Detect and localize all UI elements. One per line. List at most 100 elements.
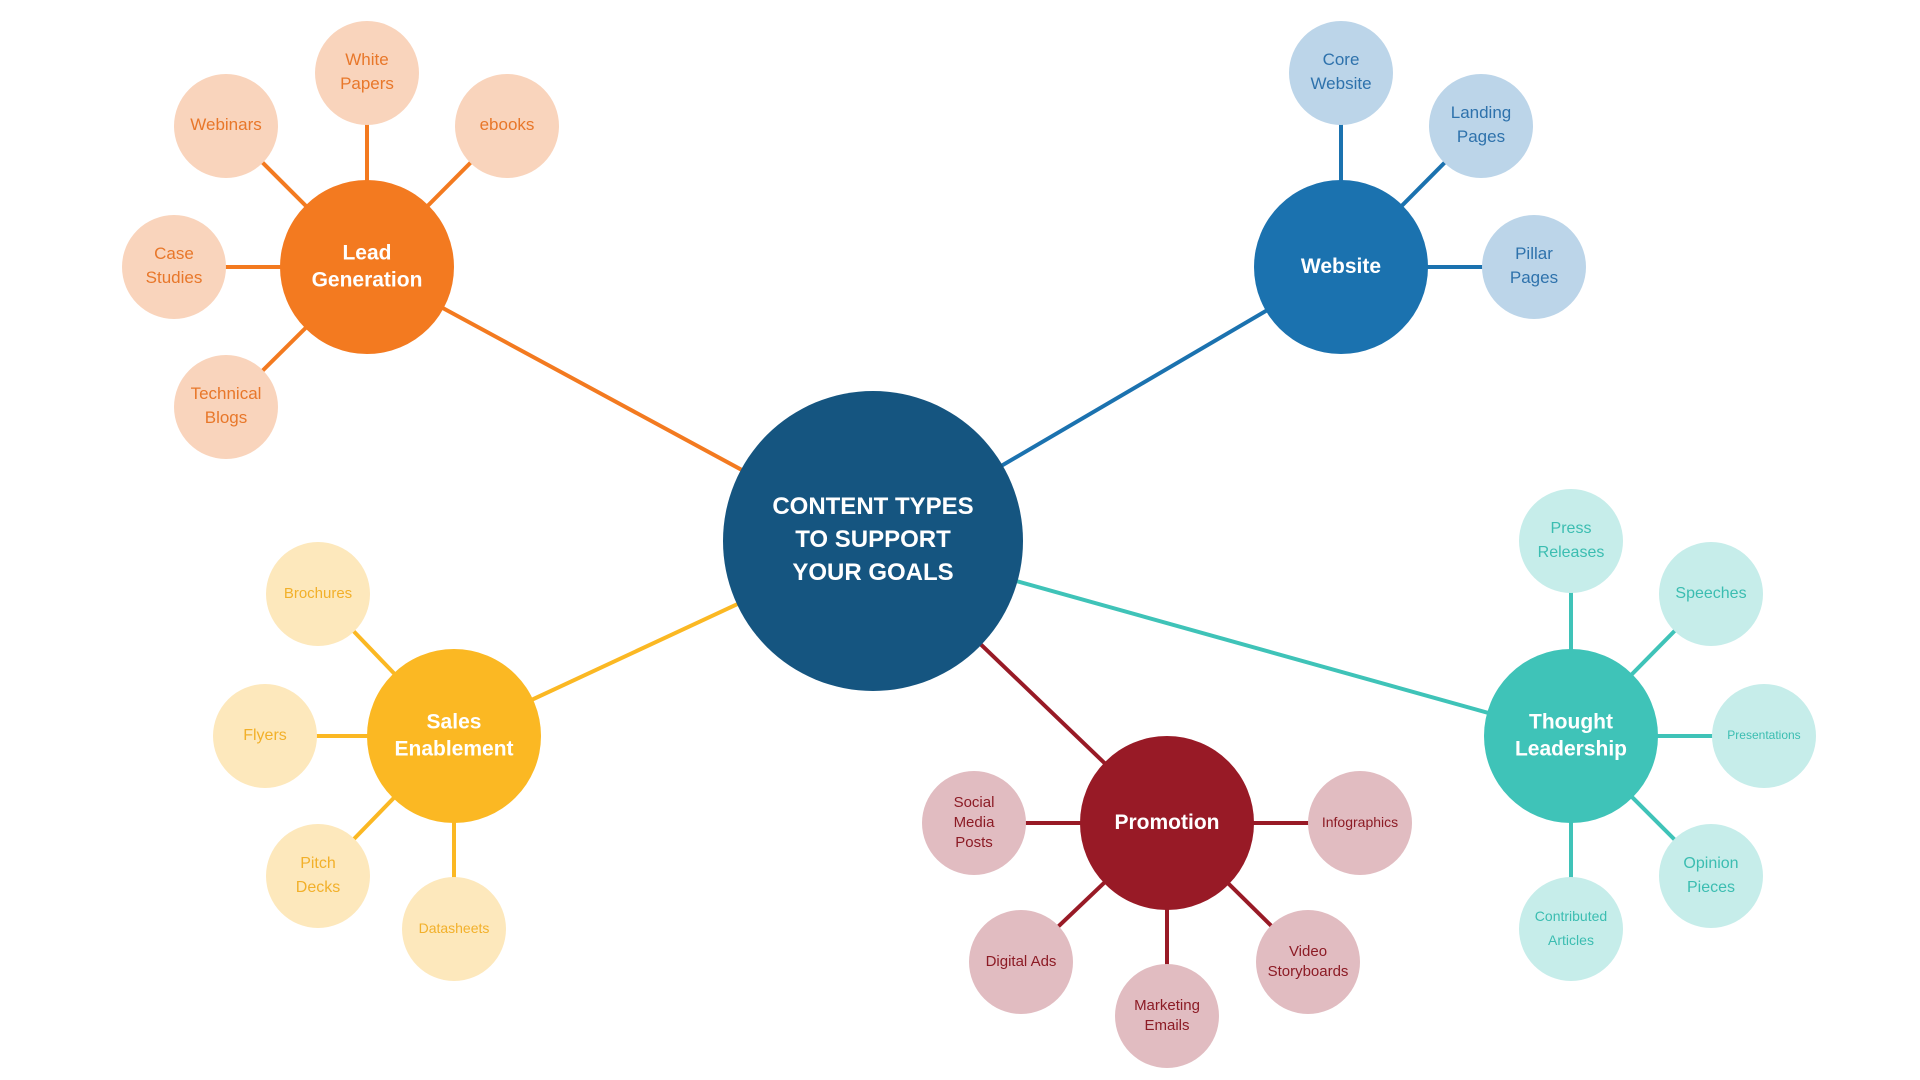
leaf-label-technical-blogs-line: Blogs xyxy=(205,408,248,427)
leaf-label-landing-pages-line: Pages xyxy=(1457,127,1505,146)
leaf-circle xyxy=(266,542,370,646)
group-label-promotion: Promotion xyxy=(1115,811,1220,834)
group-circle xyxy=(1254,180,1428,354)
leaf-label-presentations-line: Presentations xyxy=(1727,728,1800,742)
leaf-label-digital-ads: Digital Ads xyxy=(986,953,1057,970)
group-label-thought-leadership-line: Thought xyxy=(1529,710,1613,733)
leaf-circle xyxy=(969,910,1073,1014)
leaf-label-ebooks-line: ebooks xyxy=(480,115,535,134)
leaf-node-webinars: Webinars xyxy=(174,74,278,178)
leaf-node-datasheets: Datasheets xyxy=(402,877,506,981)
leaf-label-contributed-articles-line: Articles xyxy=(1548,932,1594,948)
leaf-label-press-releases-line: Releases xyxy=(1538,544,1605,561)
leaf-circle xyxy=(1289,21,1393,125)
center-title-line: YOUR GOALS xyxy=(792,559,953,586)
leaf-label-marketing-emails-line: Marketing xyxy=(1134,997,1200,1014)
leaf-label-datasheets: Datasheets xyxy=(419,920,490,936)
leaf-label-core-website-line: Core xyxy=(1323,50,1360,69)
leaf-label-core-website-line: Website xyxy=(1310,74,1371,93)
leaf-circle xyxy=(315,21,419,125)
leaf-label-social-media-posts-line: Media xyxy=(954,814,996,831)
leaf-label-flyers: Flyers xyxy=(243,727,287,744)
leaf-label-presentations: Presentations xyxy=(1727,728,1800,742)
group-node-website: Website xyxy=(1254,180,1428,354)
leaf-label-opinion-pieces-line: Opinion xyxy=(1683,855,1738,872)
group-node-promotion: Promotion xyxy=(1080,736,1254,910)
group-label-website-line: Website xyxy=(1301,255,1381,278)
leaf-label-flyers-line: Flyers xyxy=(243,727,287,744)
leaf-label-speeches-line: Speeches xyxy=(1675,585,1746,602)
leaf-label-marketing-emails-line: Emails xyxy=(1144,1017,1189,1034)
leaf-label-brochures-line: Brochures xyxy=(284,585,352,602)
leaf-label-infographics-line: Infographics xyxy=(1322,814,1398,830)
leaf-node-ebooks: ebooks xyxy=(455,74,559,178)
group-circle xyxy=(1484,649,1658,823)
leaf-label-datasheets-line: Datasheets xyxy=(419,920,490,936)
leaf-circle xyxy=(122,215,226,319)
group-label-promotion-line: Promotion xyxy=(1115,811,1220,834)
leaf-label-technical-blogs-line: Technical xyxy=(191,384,262,403)
leaf-label-speeches: Speeches xyxy=(1675,585,1746,602)
leaf-label-white-papers-line: Papers xyxy=(340,74,394,93)
leaf-label-contributed-articles-line: Contributed xyxy=(1535,908,1607,924)
leaf-circle xyxy=(1256,910,1360,1014)
leaf-label-webinars-line: Webinars xyxy=(190,115,262,134)
leaf-circle xyxy=(402,877,506,981)
leaf-label-landing-pages-line: Landing xyxy=(1451,103,1512,122)
leaf-circle xyxy=(1308,771,1412,875)
leaf-circle xyxy=(1519,877,1623,981)
leaf-label-video-storyboards-line: Storyboards xyxy=(1268,963,1349,980)
leaf-node-digital-ads: Digital Ads xyxy=(969,910,1073,1014)
leaf-label-pillar-pages-line: Pages xyxy=(1510,268,1558,287)
group-label-lead-generation-line: Lead xyxy=(342,241,391,264)
leaf-label-social-media-posts-line: Social xyxy=(954,794,995,811)
leaf-label-digital-ads-line: Digital Ads xyxy=(986,953,1057,970)
group-label-sales-enablement-line: Sales xyxy=(427,710,482,733)
leaf-circle xyxy=(174,74,278,178)
group-label-website: Website xyxy=(1301,255,1381,278)
leaf-node-infographics: Infographics xyxy=(1308,771,1412,875)
group-circle xyxy=(280,180,454,354)
leaf-circle xyxy=(922,771,1026,875)
center-title-line: CONTENT TYPES xyxy=(772,493,973,520)
leaf-circle xyxy=(174,355,278,459)
leaf-label-brochures: Brochures xyxy=(284,585,352,602)
group-circle xyxy=(1080,736,1254,910)
center-circle xyxy=(723,391,1023,691)
leaf-node-speeches: Speeches xyxy=(1659,542,1763,646)
leaf-label-pitch-decks-line: Decks xyxy=(296,879,340,896)
leaf-circle xyxy=(1115,964,1219,1068)
group-label-thought-leadership-line: Leadership xyxy=(1515,737,1627,760)
leaf-circle xyxy=(213,684,317,788)
leaf-label-press-releases-line: Press xyxy=(1551,520,1592,537)
leaf-circle xyxy=(455,74,559,178)
